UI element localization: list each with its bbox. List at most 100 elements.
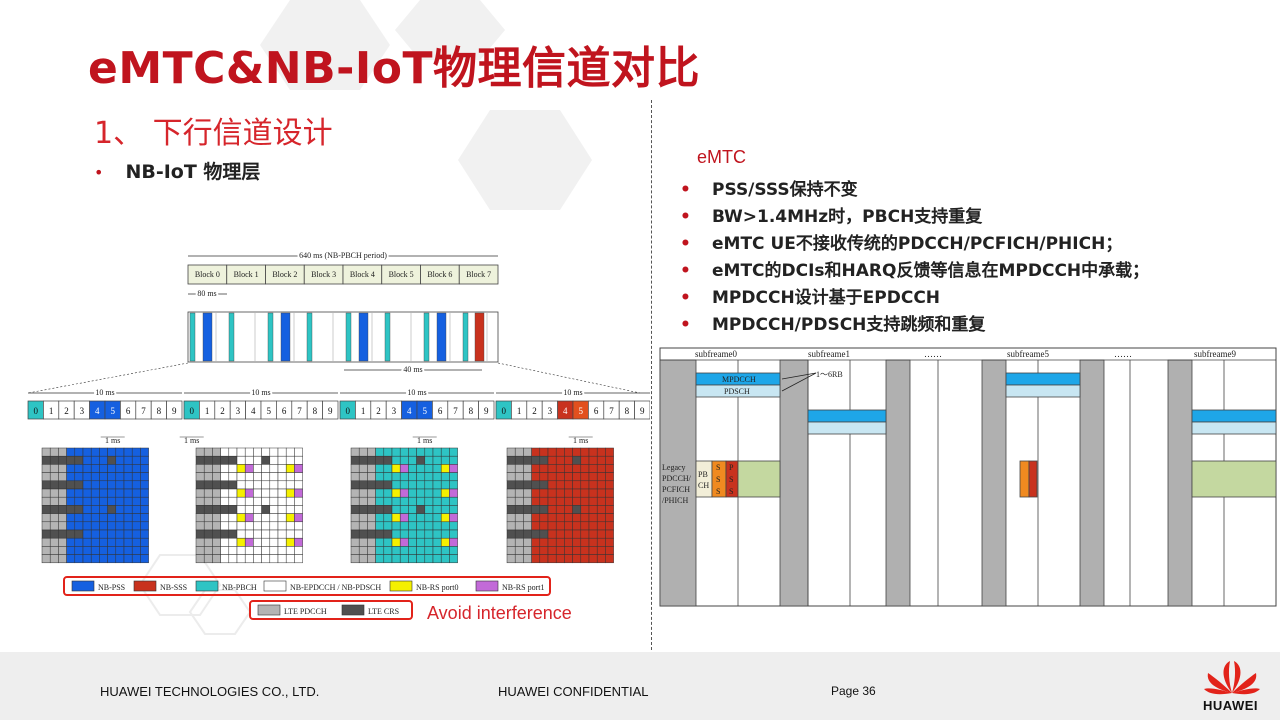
subframe5-label: subfreame5 <box>1007 349 1049 359</box>
resource-element <box>277 537 287 547</box>
resource-element <box>383 529 393 539</box>
resource-element <box>285 513 295 523</box>
resource-element <box>424 464 434 473</box>
resource-element <box>605 521 614 531</box>
resource-element <box>66 529 76 539</box>
resource-element <box>605 513 614 523</box>
resource-element <box>350 537 360 547</box>
resource-element <box>277 529 287 539</box>
resource-element <box>294 488 303 498</box>
resource-element <box>253 455 262 465</box>
resource-element <box>140 488 149 498</box>
resource-element <box>244 505 254 514</box>
resource-element <box>99 554 108 564</box>
mpdcch-block <box>1191 409 1277 423</box>
resource-element <box>539 472 549 482</box>
resource-element <box>523 472 532 482</box>
resource-element <box>424 529 434 539</box>
resource-element <box>82 529 92 539</box>
resource-element <box>107 546 117 555</box>
resource-element <box>555 505 565 514</box>
resource-element <box>358 521 368 531</box>
resource-element <box>588 472 598 482</box>
resource-element <box>228 480 238 490</box>
resource-element <box>90 464 100 473</box>
block-label: Block 0 <box>195 270 220 279</box>
resource-element <box>294 455 303 465</box>
subframe1-label: subfreame1 <box>808 349 850 359</box>
resource-element <box>277 480 287 490</box>
resource-element <box>74 546 84 555</box>
resource-element <box>195 447 205 457</box>
resource-element <box>383 546 393 555</box>
resource-element <box>212 472 221 482</box>
resource-element <box>253 447 262 457</box>
resource-element <box>99 480 108 490</box>
resource-element <box>236 447 246 457</box>
legend-label: NB-PBCH <box>222 583 257 592</box>
resource-element <box>531 464 541 473</box>
resource-element <box>432 464 442 473</box>
resource-element <box>580 472 590 482</box>
resource-element <box>236 480 246 490</box>
resource-element <box>408 505 417 514</box>
resource-element <box>82 537 92 547</box>
resource-element <box>99 496 108 506</box>
resource-element <box>358 480 368 490</box>
resource-element <box>375 554 385 564</box>
resource-element <box>375 455 385 465</box>
resource-element <box>253 464 262 473</box>
resource-element <box>236 496 246 506</box>
resource-element <box>408 447 417 457</box>
resource-element <box>140 505 149 514</box>
subframe-digit: 4 <box>251 406 256 416</box>
resource-element <box>375 521 385 531</box>
resource-element <box>220 496 230 506</box>
resource-element <box>244 447 254 457</box>
resource-element <box>350 529 360 539</box>
resource-element <box>416 480 426 490</box>
subframe-digit: 0 <box>345 406 350 416</box>
resource-element <box>58 447 67 457</box>
resource-element <box>74 488 84 498</box>
resource-element <box>375 488 385 498</box>
resource-element <box>269 447 279 457</box>
resource-element <box>424 472 434 482</box>
legend-label: LTE CRS <box>368 607 399 616</box>
resource-element <box>440 546 450 555</box>
resource-element <box>140 455 149 465</box>
resource-element <box>285 455 295 465</box>
resource-element <box>449 529 458 539</box>
resource-element <box>212 554 221 564</box>
label-1ms: 1 ms <box>417 436 432 445</box>
resource-element <box>82 455 92 465</box>
resource-element <box>115 546 125 555</box>
resource-element <box>220 505 230 514</box>
resource-element <box>572 455 582 465</box>
resource-element <box>440 455 450 465</box>
resource-element <box>506 488 516 498</box>
resource-element <box>131 529 141 539</box>
resource-element <box>49 447 59 457</box>
resource-element <box>74 447 84 457</box>
resource-element <box>580 496 590 506</box>
resource-element <box>449 496 458 506</box>
resource-element <box>424 455 434 465</box>
resource-element <box>140 496 149 506</box>
resource-element <box>82 554 92 564</box>
resource-element <box>375 529 385 539</box>
resource-element <box>564 521 573 531</box>
resource-element <box>350 513 360 523</box>
resource-element <box>588 496 598 506</box>
resource-element <box>66 447 76 457</box>
resource-element <box>572 505 582 514</box>
subframe-digit: 3 <box>236 406 241 416</box>
resource-element <box>66 488 76 498</box>
resource-element <box>506 521 516 531</box>
resource-element <box>212 464 221 473</box>
resource-element <box>58 480 67 490</box>
resource-element <box>572 496 582 506</box>
resource-element <box>596 554 606 564</box>
resource-element <box>253 488 262 498</box>
resource-element <box>506 529 516 539</box>
